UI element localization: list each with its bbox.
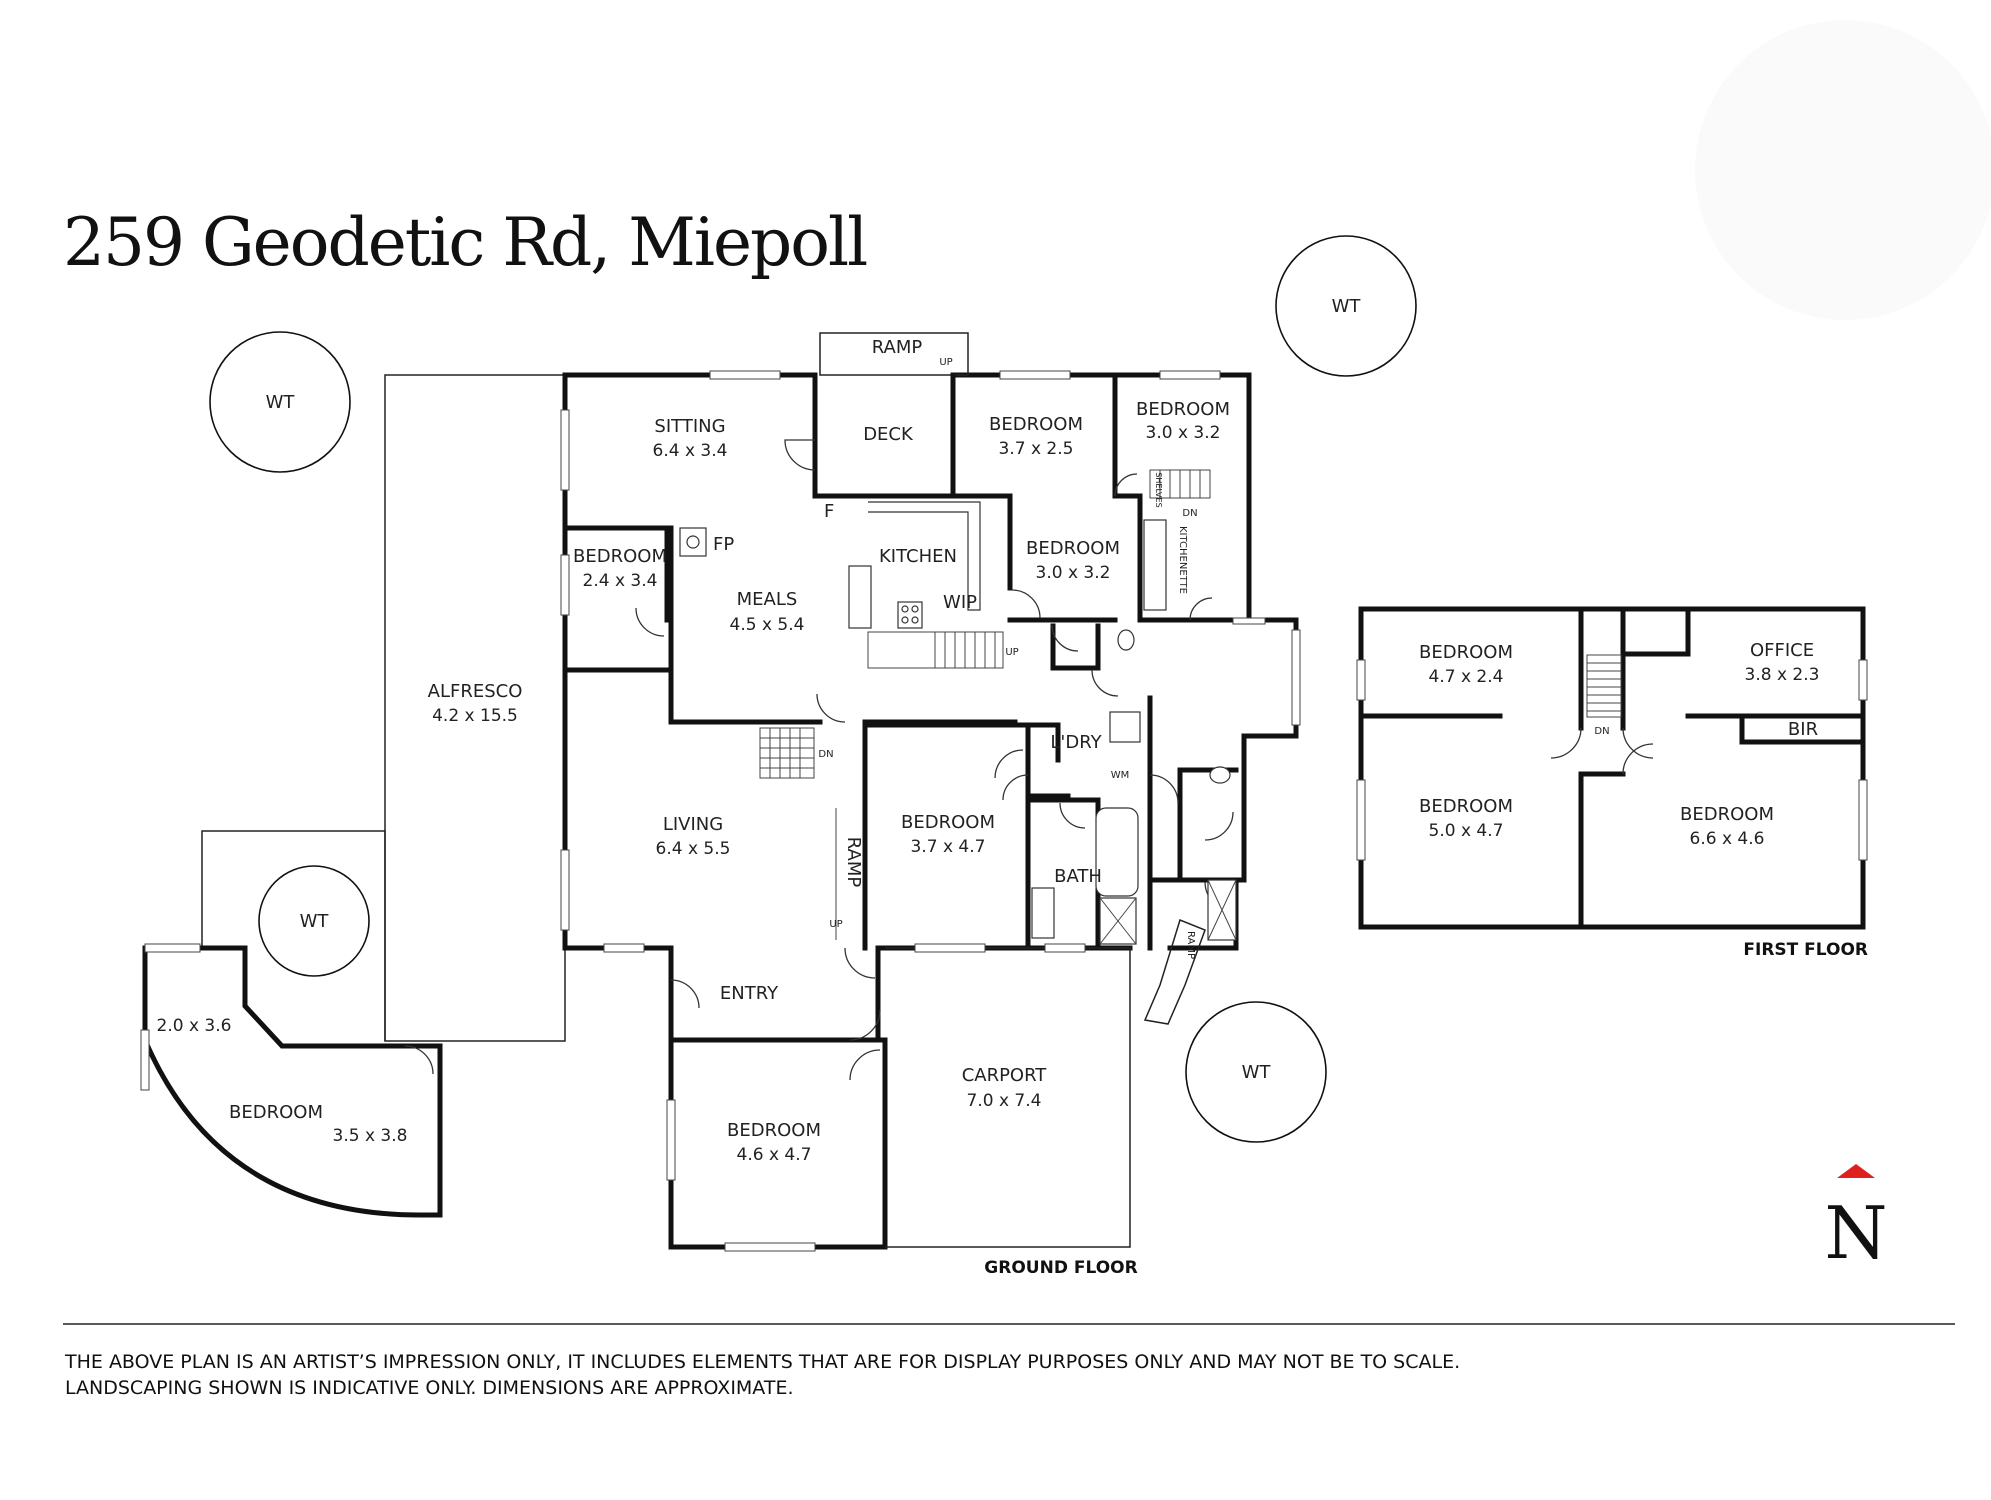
room-bedroom-sw-dim: 3.5 x 3.8 xyxy=(333,1126,408,1146)
tree-ne: WT xyxy=(1275,235,1417,377)
room-wip-name: WIP xyxy=(943,592,977,613)
ff-bedroom-1-name: BEDROOM xyxy=(1419,642,1513,663)
ff-stairs-dn: DN xyxy=(1594,726,1609,737)
room-deck-name: DECK xyxy=(863,424,914,445)
wall-deck xyxy=(812,372,1118,499)
ff-bir-name: BIR xyxy=(1788,719,1818,740)
side-ramp xyxy=(1143,919,1206,1025)
ramp-top-outline xyxy=(819,332,969,376)
ground-floor: SITTING 6.4 x 3.4 DECK BEDROOM 3.7 x 2.5… xyxy=(140,332,1301,1278)
first-floor: BEDROOM 4.7 x 2.4 OFFICE 3.8 x 2.3 BIR B… xyxy=(1356,606,1868,960)
room-carport-dim: 7.0 x 7.4 xyxy=(967,1091,1042,1111)
svg-text:WT: WT xyxy=(300,911,330,932)
carport-outline xyxy=(885,947,1131,1248)
wall-sw-bedroom-top xyxy=(142,945,408,1049)
room-bedroom-n-name: BEDROOM xyxy=(989,414,1083,435)
room-sitting-dim: 6.4 x 3.4 xyxy=(653,441,728,461)
room-bedroom-n-dim: 3.7 x 2.5 xyxy=(999,439,1074,459)
room-carport-name: CARPORT xyxy=(962,1065,1048,1086)
svg-text:WT: WT xyxy=(266,392,296,413)
faint-watermark-circle xyxy=(1695,20,1991,320)
room-laundry-name: L'DRY xyxy=(1050,732,1102,753)
first-floor-outline xyxy=(1358,606,1866,930)
svg-text:WT: WT xyxy=(1332,296,1362,317)
room-bedroom-s-dim: 4.6 x 4.7 xyxy=(737,1145,812,1165)
stairs-kitchen xyxy=(867,631,1004,669)
room-bedroom-c-name: BEDROOM xyxy=(1026,538,1120,559)
north-indicator: N xyxy=(1825,1164,1888,1275)
wall-sw-bedroom-curve xyxy=(142,945,443,1218)
room-alfresco-name: ALFRESCO xyxy=(428,681,523,702)
wm-label: WM xyxy=(1111,770,1130,781)
ff-bedroom-2-name: BEDROOM xyxy=(1419,796,1513,817)
ground-floor-label: GROUND FLOOR xyxy=(984,1258,1137,1278)
courtyard-outline xyxy=(201,830,386,1041)
north-arrow-icon xyxy=(1837,1164,1875,1178)
wall-south xyxy=(562,372,1133,1250)
disclaimer-line-1: THE ABOVE PLAN IS AN ARTIST’S IMPRESSION… xyxy=(64,1351,1460,1373)
ff-bedroom-2-dim: 5.0 x 4.7 xyxy=(1429,821,1504,841)
room-bedroom-w-dim: 2.4 x 3.4 xyxy=(583,571,658,591)
room-bedroom-mid-dim: 3.7 x 4.7 xyxy=(911,837,986,857)
room-meals-name: MEALS xyxy=(737,589,798,610)
room-kitchen-name: KITCHEN xyxy=(879,546,957,567)
kitchenette-label: KITCHENETTE xyxy=(1177,526,1188,594)
tree-sw: WT xyxy=(258,865,370,977)
stairs-bedroom-ne xyxy=(1149,469,1211,499)
room-bedroom-ne-name: BEDROOM xyxy=(1136,399,1230,420)
ramp-top-label: RAMP xyxy=(872,337,923,358)
svg-text:WT: WT xyxy=(1242,1062,1272,1083)
ff-office-dim: 3.8 x 2.3 xyxy=(1745,665,1820,685)
kitchen-fixtures xyxy=(679,501,981,629)
room-bedroom-mid-name: BEDROOM xyxy=(901,812,995,833)
ramp-top-up: UP xyxy=(939,357,952,368)
first-floor-label: FIRST FLOOR xyxy=(1743,940,1868,960)
room-bedroom-s-name: BEDROOM xyxy=(727,1120,821,1141)
doors xyxy=(404,439,1234,1081)
ramp-side-label: RAMP xyxy=(1185,931,1196,959)
room-alfresco-dim: 4.2 x 15.5 xyxy=(432,706,518,726)
fridge-label: F xyxy=(824,501,834,522)
stairs-living-dn: DN xyxy=(818,749,833,760)
stairs-living xyxy=(759,727,815,779)
disclaimer-line-2: LANDSCAPING SHOWN IS INDICATIVE ONLY. DI… xyxy=(65,1377,794,1399)
room-meals-dim: 4.5 x 5.4 xyxy=(730,615,805,635)
room-living-dim: 6.4 x 5.5 xyxy=(656,839,731,859)
page-title: 259 Geodetic Rd, Miepoll xyxy=(63,204,867,281)
ff-bedroom-3-dim: 6.6 x 4.6 xyxy=(1690,829,1765,849)
ff-office-name: OFFICE xyxy=(1750,640,1814,661)
room-sitting-name: SITTING xyxy=(654,416,725,437)
room-bedroom-ne-dim: 3.0 x 3.2 xyxy=(1146,423,1221,443)
bathroom-fixtures xyxy=(1031,519,1237,945)
room-living-name: LIVING xyxy=(663,814,723,835)
room-bedroom-c-dim: 3.0 x 3.2 xyxy=(1036,563,1111,583)
room-entry-name: ENTRY xyxy=(720,983,779,1004)
room-bedroom-sw-name: BEDROOM xyxy=(229,1102,323,1123)
stairs-ne-dn: DN xyxy=(1182,508,1197,519)
tree-se: WT xyxy=(1185,1001,1327,1143)
room-bath-name: BATH xyxy=(1054,866,1102,887)
room-sw-extra-dim: 2.0 x 3.6 xyxy=(157,1016,232,1036)
ff-bedroom-3-name: BEDROOM xyxy=(1680,804,1774,825)
shelves-label: SHELVES xyxy=(1154,472,1163,507)
fireplace-label: FP xyxy=(713,534,734,555)
tree-nw: WT xyxy=(209,331,351,473)
ramp-living-up: UP xyxy=(829,919,842,930)
stairs-kitchen-up: UP xyxy=(1005,647,1018,658)
interior-walls xyxy=(562,372,1252,1043)
ramp-living-label: RAMP xyxy=(843,837,864,888)
room-bedroom-w-name: BEDROOM xyxy=(573,546,667,567)
ff-bedroom-1-dim: 4.7 x 2.4 xyxy=(1429,667,1504,687)
windows xyxy=(140,370,1301,1252)
north-label: N xyxy=(1825,1191,1888,1275)
